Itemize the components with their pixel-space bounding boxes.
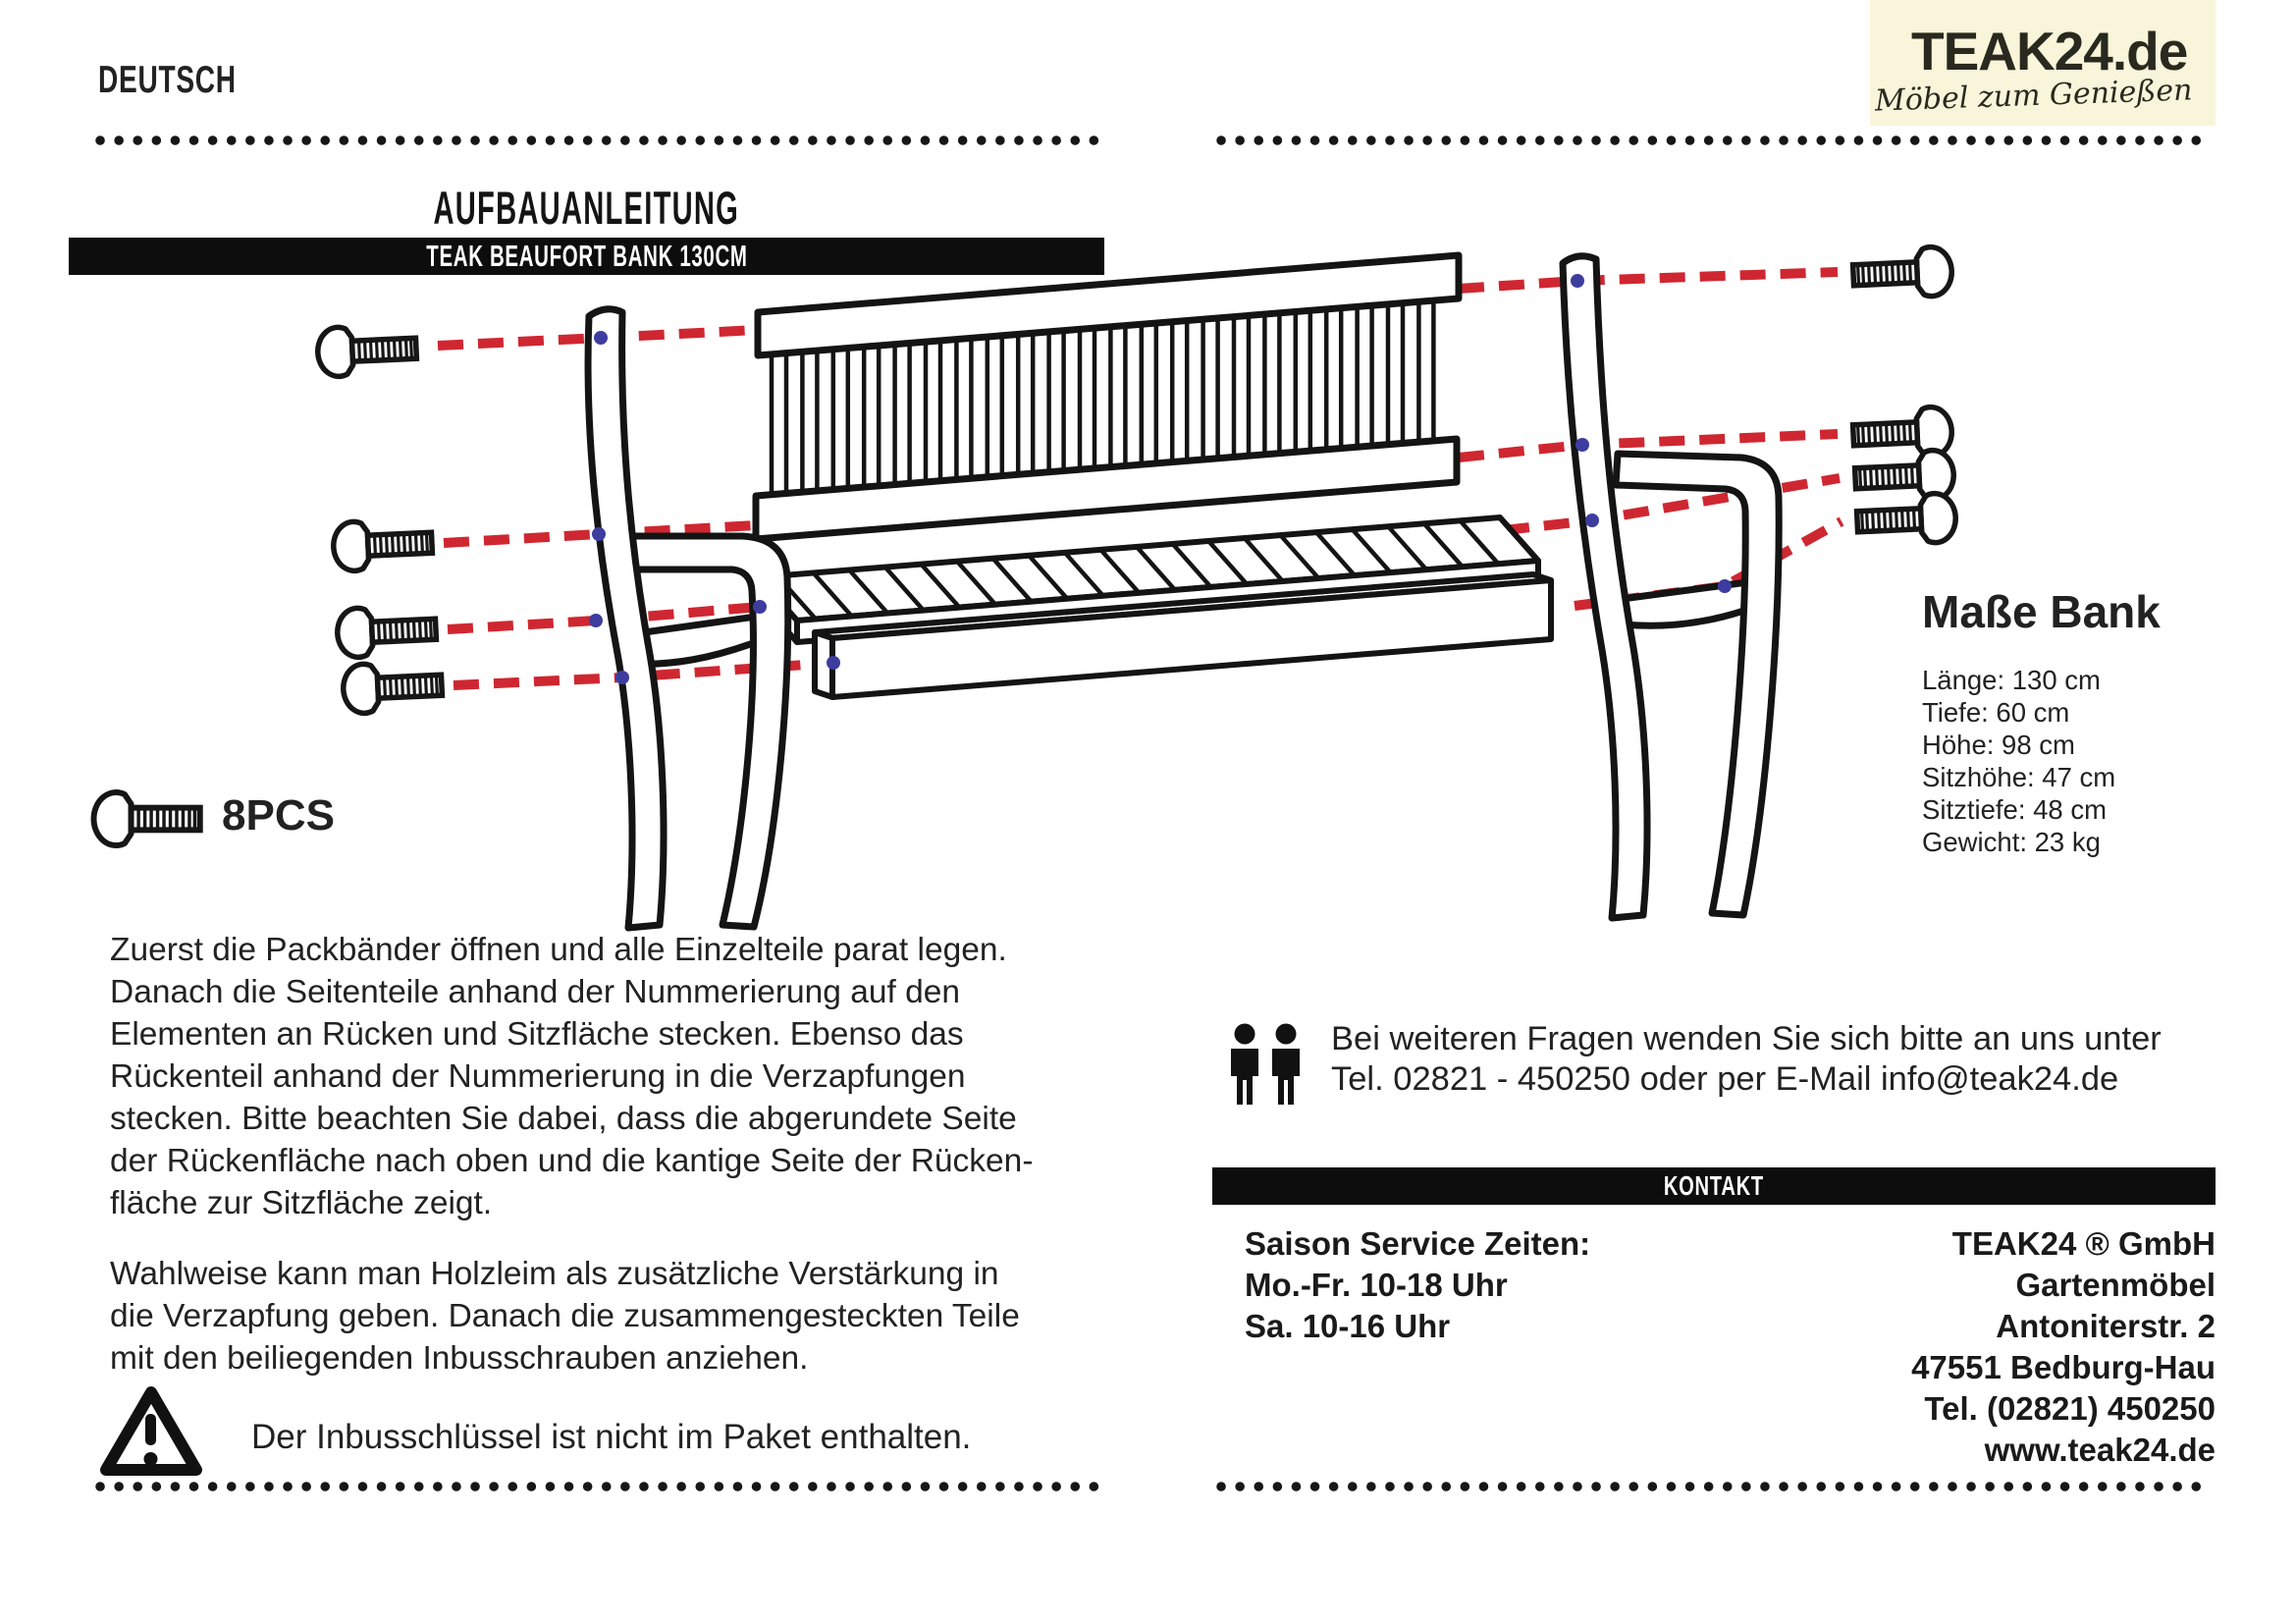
screw-icon [1856, 493, 1956, 546]
product-name: TEAK BEAUFORT BANK 130CM [425, 239, 748, 273]
company-division: Gartenmöbel [2015, 1267, 2216, 1303]
right-seat-rail [1618, 577, 1759, 629]
company-website: www.teak24.de [1984, 1432, 2216, 1468]
company-address: TEAK24 ® GmbH Gartenmöbel Antoniterstr. … [1620, 1223, 2216, 1471]
service-hours-weekdays: Mo.-Fr. 10-18 Uhr [1245, 1267, 1508, 1303]
screw-count-label: 8PCS [222, 791, 335, 839]
right-armrest-and-front-leg [1612, 450, 1783, 919]
left-back-stile [584, 305, 667, 932]
support-people-icon [1231, 1023, 1300, 1105]
dimension-height: Höhe: 98 cm [1922, 730, 2075, 760]
language-label: DEUTSCH [98, 59, 237, 101]
dimensions-block: Maße Bank Länge: 130 cm Tiefe: 60 cm Höh… [1922, 585, 2161, 858]
contact-section-title: KONTAKT [1663, 1170, 1765, 1201]
dimension-seat-depth: Sitztiefe: 48 cm [1922, 794, 2107, 825]
screw-icon [333, 518, 433, 571]
product-name-bar: TEAK BEAUFORT BANK 130CM [69, 238, 1104, 275]
screw-legend-icon [94, 792, 200, 845]
service-hours-title: Saison Service Zeiten: [1245, 1225, 1591, 1262]
exploded-bench-diagram [317, 246, 1957, 932]
dimension-length: Länge: 130 cm [1922, 665, 2101, 695]
brand-name: TEAK24.de [1911, 21, 2188, 81]
dimension-depth: Tiefe: 60 cm [1922, 697, 2070, 728]
service-hours-saturday: Sa. 10-16 Uhr [1245, 1308, 1451, 1344]
left-armrest-and-front-leg [614, 532, 792, 931]
bolt-hole-dots [589, 274, 1732, 684]
company-city: 47551 Bedburg-Hau [1911, 1349, 2216, 1385]
backrest-bottom-rail [752, 435, 1461, 543]
company-street: Antoniterstr. 2 [1996, 1308, 2216, 1344]
page-title: AUFBAUANLEITUNG [433, 182, 740, 234]
dimensions-title: Maße Bank [1922, 586, 2161, 637]
screw-icon [1852, 246, 1952, 299]
left-side-panel [584, 305, 792, 932]
contact-section-bar: KONTAKT [1212, 1167, 2216, 1205]
dimension-seat-height: Sitzhöhe: 47 cm [1922, 762, 2116, 792]
brand-logo: TEAK24.de Möbel zum Genießen [1870, 0, 2216, 126]
apron-left-end-face [812, 629, 835, 700]
support-note: Bei weiteren Fragen wenden Sie sich bitt… [1331, 1020, 2162, 1098]
warning-icon [100, 1386, 202, 1476]
screw-icon [317, 324, 417, 377]
service-hours: Saison Service Zeiten: Mo.-Fr. 10-18 Uhr… [1245, 1223, 1590, 1347]
warning-text: Der Inbusschlüssel ist nicht im Paket en… [251, 1418, 972, 1456]
dimension-weight: Gewicht: 23 kg [1922, 827, 2101, 857]
dotted-dividers [95, 135, 2216, 1491]
backrest-top-rail [754, 251, 1463, 359]
company-phone: Tel. (02821) 450250 [1924, 1390, 2216, 1427]
screw-icon [337, 605, 437, 658]
screw-icon [343, 661, 443, 714]
instructions-paragraph-2: Wahlweise kann man Holzleim als zusätzli… [110, 1256, 1020, 1377]
right-side-panel [1559, 252, 1783, 922]
company-name: TEAK24 ® GmbH [1951, 1225, 2216, 1262]
right-back-stile [1559, 252, 1651, 922]
instructions-paragraph-1: Zuerst die Packbänder öffnen und alle Ei… [110, 932, 1034, 1221]
